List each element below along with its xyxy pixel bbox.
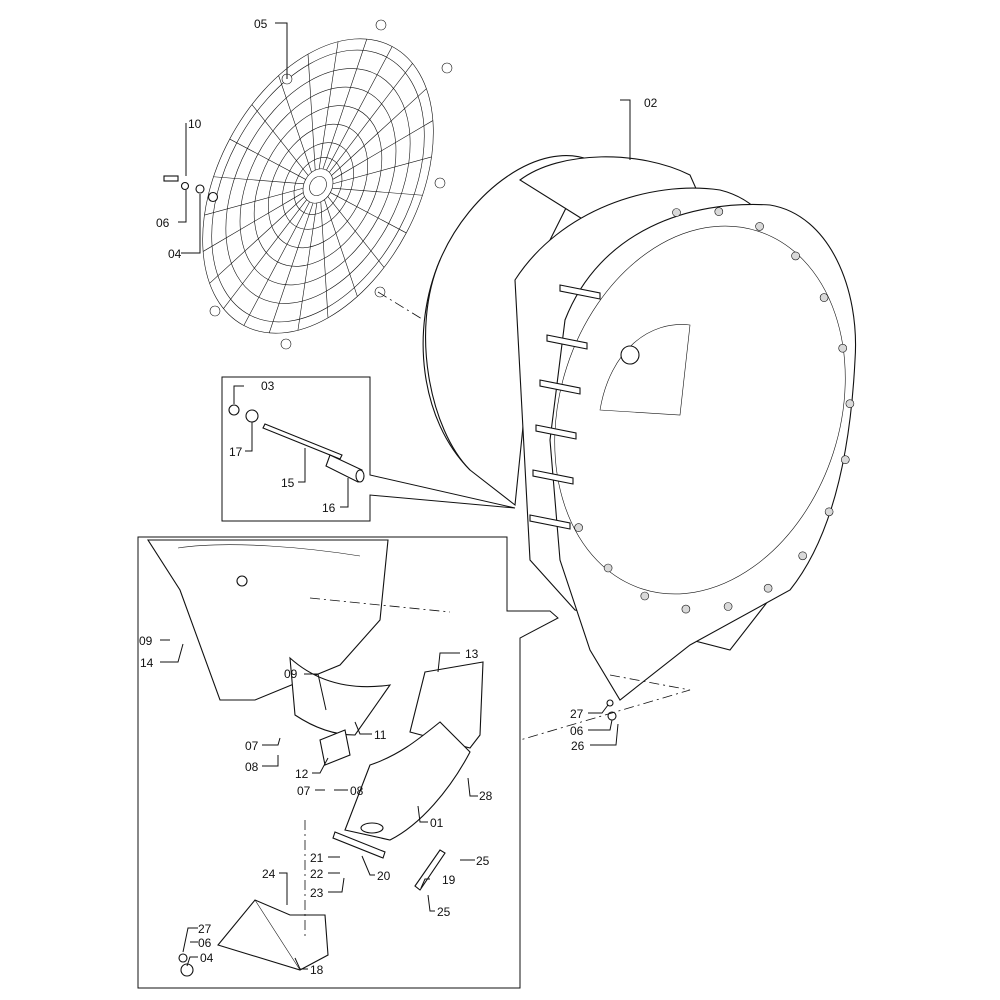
spacer-bar: [539, 379, 581, 395]
grille-spoke: [209, 196, 305, 284]
label-part-10: 10: [188, 117, 202, 131]
grille-spoke: [213, 176, 304, 185]
rim-bolt: [824, 507, 834, 517]
label-part-08: 08: [350, 784, 364, 798]
label-part-07: 07: [245, 739, 259, 753]
label-part-02: 02: [644, 96, 658, 110]
spacer-bar: [532, 469, 574, 485]
rim-bolt: [791, 251, 800, 261]
rim-bolt: [755, 222, 764, 231]
label-part-06: 06: [156, 216, 170, 230]
label-part-22: 22: [310, 867, 324, 881]
grille-spoke: [318, 41, 339, 169]
grille-spoke: [326, 46, 393, 171]
grille-spoke: [204, 187, 304, 216]
spacer-bar: [529, 514, 571, 530]
label-part-04: 04: [200, 951, 214, 965]
spacer-bar: [546, 334, 588, 350]
detail-box-lower-assembly: [137, 536, 617, 989]
label-part-25: 25: [437, 905, 451, 919]
grille-spoke: [329, 63, 413, 173]
label-part-06: 06: [570, 724, 584, 738]
label-part-28: 28: [479, 789, 493, 803]
rim-bolt: [672, 208, 681, 217]
spacer-bar: [535, 424, 577, 440]
part-labels: 05 02 10 06 04 03 17 15 16 09 14 09 13 0…: [139, 17, 658, 977]
rim-bolt: [763, 583, 773, 593]
grille-spoke: [332, 187, 423, 196]
grille-spoke: [223, 199, 307, 309]
rim-bolt: [640, 591, 650, 601]
label-part-08: 08: [245, 760, 259, 774]
label-part-11: 11: [374, 728, 387, 742]
label-part-09: 09: [139, 634, 153, 648]
label-part-20: 20: [377, 869, 391, 883]
detail-box-spacer: [221, 376, 516, 522]
label-part-15: 15: [281, 476, 295, 490]
label-part-19: 19: [442, 873, 456, 887]
grille-spoke: [332, 156, 432, 185]
bolt-washer-set: [163, 175, 219, 203]
label-part-05: 05: [254, 17, 268, 31]
grille-spoke: [332, 120, 434, 180]
label-part-25: 25: [476, 854, 490, 868]
grille-spoke: [202, 192, 304, 252]
label-part-16: 16: [322, 501, 336, 515]
label-part-14: 14: [140, 656, 154, 670]
label-part-27: 27: [198, 922, 212, 936]
rim-bolt: [819, 293, 829, 302]
fan-housing: [422, 155, 857, 701]
grille-spoke: [251, 104, 309, 176]
grille-spoke: [268, 202, 314, 333]
grille-spoke: [307, 54, 316, 171]
grille-spoke: [330, 192, 407, 234]
label-part-04: 04: [168, 247, 182, 261]
grille-spoke: [243, 201, 310, 326]
grille-spoke: [297, 203, 318, 331]
label-part-09: 09: [284, 667, 298, 681]
label-part-06: 06: [198, 936, 212, 950]
grille-spoke: [278, 75, 312, 173]
grille-spoke: [322, 39, 368, 170]
label-part-23: 23: [310, 886, 324, 900]
grille-spoke: [229, 138, 306, 180]
fan-guard-grille: [202, 19, 453, 350]
grille-spoke: [327, 196, 385, 268]
assembly-centerline: [519, 674, 691, 741]
grille-spoke: [320, 201, 329, 318]
label-part-24: 24: [262, 867, 276, 881]
label-part-26: 26: [571, 739, 585, 753]
label-part-27: 27: [570, 707, 584, 721]
leader-lines: [160, 22, 631, 970]
grille-spoke: [324, 199, 358, 297]
rim-bolt: [681, 604, 691, 614]
rim-bolt: [714, 207, 724, 216]
label-part-13: 13: [465, 647, 479, 661]
label-part-03: 03: [261, 379, 275, 393]
rim-bolt: [845, 399, 855, 409]
rim-bolt: [574, 523, 583, 532]
assembly-centerline: [309, 597, 451, 613]
label-part-21: 21: [310, 851, 324, 865]
label-part-18: 18: [310, 963, 324, 977]
rim-bolt: [838, 343, 848, 353]
spacer-bar: [559, 284, 601, 300]
rim-bolt: [840, 455, 850, 465]
rim-bolt: [798, 551, 808, 561]
label-part-01: 01: [430, 816, 444, 830]
rim-bolt: [723, 602, 733, 611]
label-part-12: 12: [295, 767, 309, 781]
grille-spoke: [331, 88, 427, 176]
label-part-17: 17: [229, 445, 243, 459]
rim-bolt: [603, 563, 613, 573]
label-part-07: 07: [297, 784, 311, 798]
